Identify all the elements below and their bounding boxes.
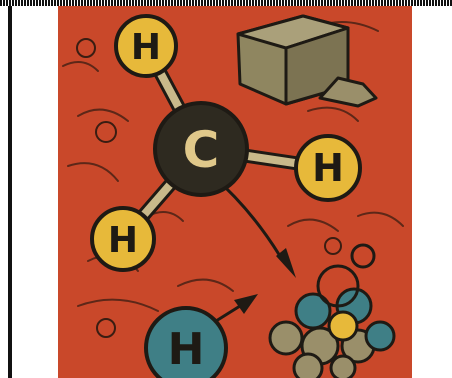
rock-block — [236, 14, 378, 108]
hydrogen-top-label: H — [131, 27, 161, 68]
hydrogen-atom-bottom — [144, 306, 228, 378]
hydrogen-left-label: H — [108, 220, 138, 261]
hydrogen-atom-left — [90, 206, 156, 272]
hydrogen-right-label: H — [312, 146, 344, 190]
rock-pile — [268, 243, 396, 378]
illustration-canvas: H H H C H — [58, 6, 412, 378]
hydrogen-bottom-label: H — [168, 324, 205, 375]
molecule-illustration: H H H C H — [58, 6, 412, 378]
hydrogen-atom-right — [294, 134, 362, 202]
left-border — [8, 6, 12, 378]
hydrogen-atom-top — [114, 14, 178, 78]
bubbles — [76, 38, 342, 338]
top-border — [0, 0, 452, 6]
carbon-atom — [153, 101, 249, 197]
carbon-label: C — [183, 121, 220, 179]
